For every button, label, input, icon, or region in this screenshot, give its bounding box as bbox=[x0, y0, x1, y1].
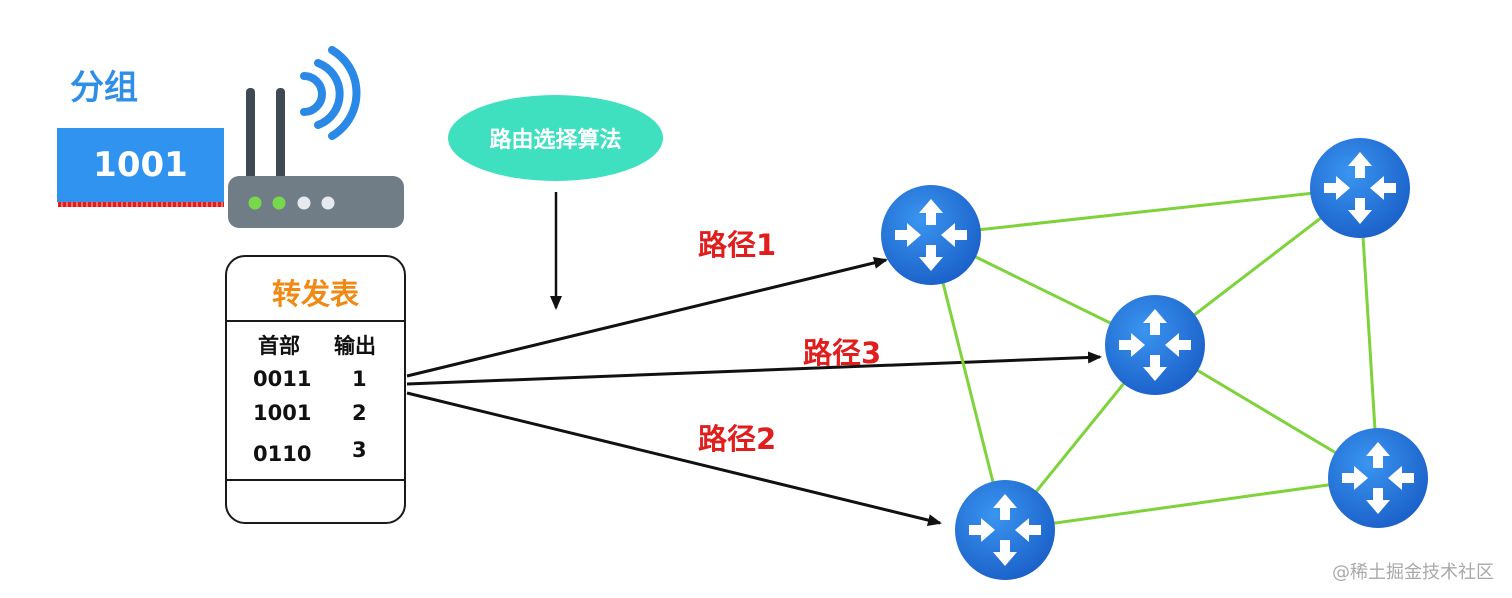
path-1-label: 路径1 bbox=[698, 228, 777, 262]
router-icon bbox=[881, 185, 981, 285]
router-icon bbox=[1310, 138, 1410, 238]
router-led-4 bbox=[321, 196, 335, 210]
table-divider-bottom bbox=[227, 479, 404, 481]
link-r1-r5 bbox=[929, 234, 1007, 531]
table-row-3-header: 0110 bbox=[253, 442, 312, 466]
path-1-arrow bbox=[406, 256, 888, 378]
router-icon bbox=[955, 480, 1055, 580]
table-row-2-header: 1001 bbox=[253, 401, 312, 425]
watermark: @稀土掘金技术社区 bbox=[1332, 562, 1494, 583]
path-2-label: 路径2 bbox=[698, 422, 777, 456]
routing-algorithm-node: 路由选择算法 bbox=[448, 95, 663, 181]
forwarding-table: 转发表 首部 输出 0011 1 1001 2 0110 3 bbox=[225, 255, 406, 524]
packet-title: 分组 bbox=[70, 68, 138, 108]
path-3-arrow bbox=[406, 351, 1102, 386]
routing-algorithm-label: 路由选择算法 bbox=[489, 128, 622, 153]
table-divider-top bbox=[227, 320, 404, 322]
column-header-header: 首部 bbox=[258, 334, 300, 358]
router-antenna-left bbox=[246, 88, 255, 180]
table-row-2-output: 2 bbox=[352, 401, 367, 425]
table-row-1-header: 0011 bbox=[253, 367, 312, 391]
path-3-label: 路径3 bbox=[803, 336, 882, 370]
router-led-3 bbox=[297, 196, 311, 210]
forwarding-table-title: 转发表 bbox=[271, 277, 359, 311]
router-body bbox=[228, 176, 404, 228]
packet-header-value: 1001 bbox=[93, 145, 188, 185]
packet-header-box: 1001 bbox=[57, 128, 224, 202]
router-led-2 bbox=[272, 196, 286, 210]
router-icon bbox=[1105, 295, 1205, 395]
router-led-1 bbox=[248, 196, 262, 210]
table-row-1-output: 1 bbox=[352, 367, 367, 391]
table-row-3-output: 3 bbox=[352, 438, 367, 462]
link-r5-r4 bbox=[1004, 476, 1379, 532]
router-antenna-right bbox=[276, 88, 285, 180]
router-icon bbox=[1328, 428, 1428, 528]
packet-underline bbox=[58, 202, 224, 207]
column-header-output: 输出 bbox=[334, 334, 376, 358]
wifi-signal-icon bbox=[300, 46, 361, 140]
link-r1-r2 bbox=[930, 186, 1361, 237]
path-2-arrow bbox=[406, 391, 942, 526]
